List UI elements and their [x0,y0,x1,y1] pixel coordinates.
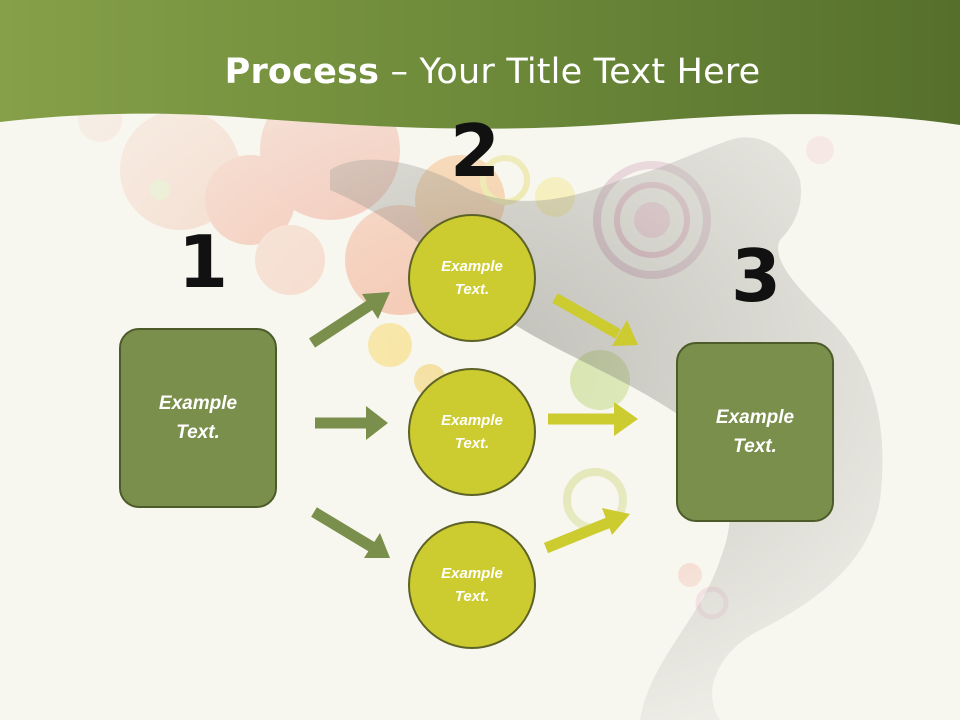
step-number-3: 3 [731,234,782,318]
step-1-box: Example Text. [119,328,277,508]
step-1-text: Example Text. [158,393,238,443]
left-arrow-down [311,507,390,558]
step-3-box: Example Text. [676,342,834,522]
right-arrow-down [552,293,638,346]
circle-bottom-text: Example Text. [441,565,503,605]
step-2-circle-middle: Example Text. [408,368,536,496]
left-arrow-middle [315,406,388,440]
left-arrow-up [308,292,390,348]
right-arrow-middle [548,402,638,436]
step-number-2: 2 [450,109,501,193]
title-bold-part: Process [224,52,380,92]
slide-title: Process – Your Title Text Here [0,52,960,92]
circle-top-text: Example Text. [441,258,503,298]
right-arrow-up [543,508,630,554]
title-rest-part: – Your Title Text Here [379,52,761,92]
step-2-circle-bottom: Example Text. [408,521,536,649]
step-number-1: 1 [178,220,229,304]
circle-middle-text: Example Text. [441,412,503,452]
header-band [0,0,960,129]
step-2-circle-top: Example Text. [408,214,536,342]
step-3-text: Example Text. [715,407,795,457]
